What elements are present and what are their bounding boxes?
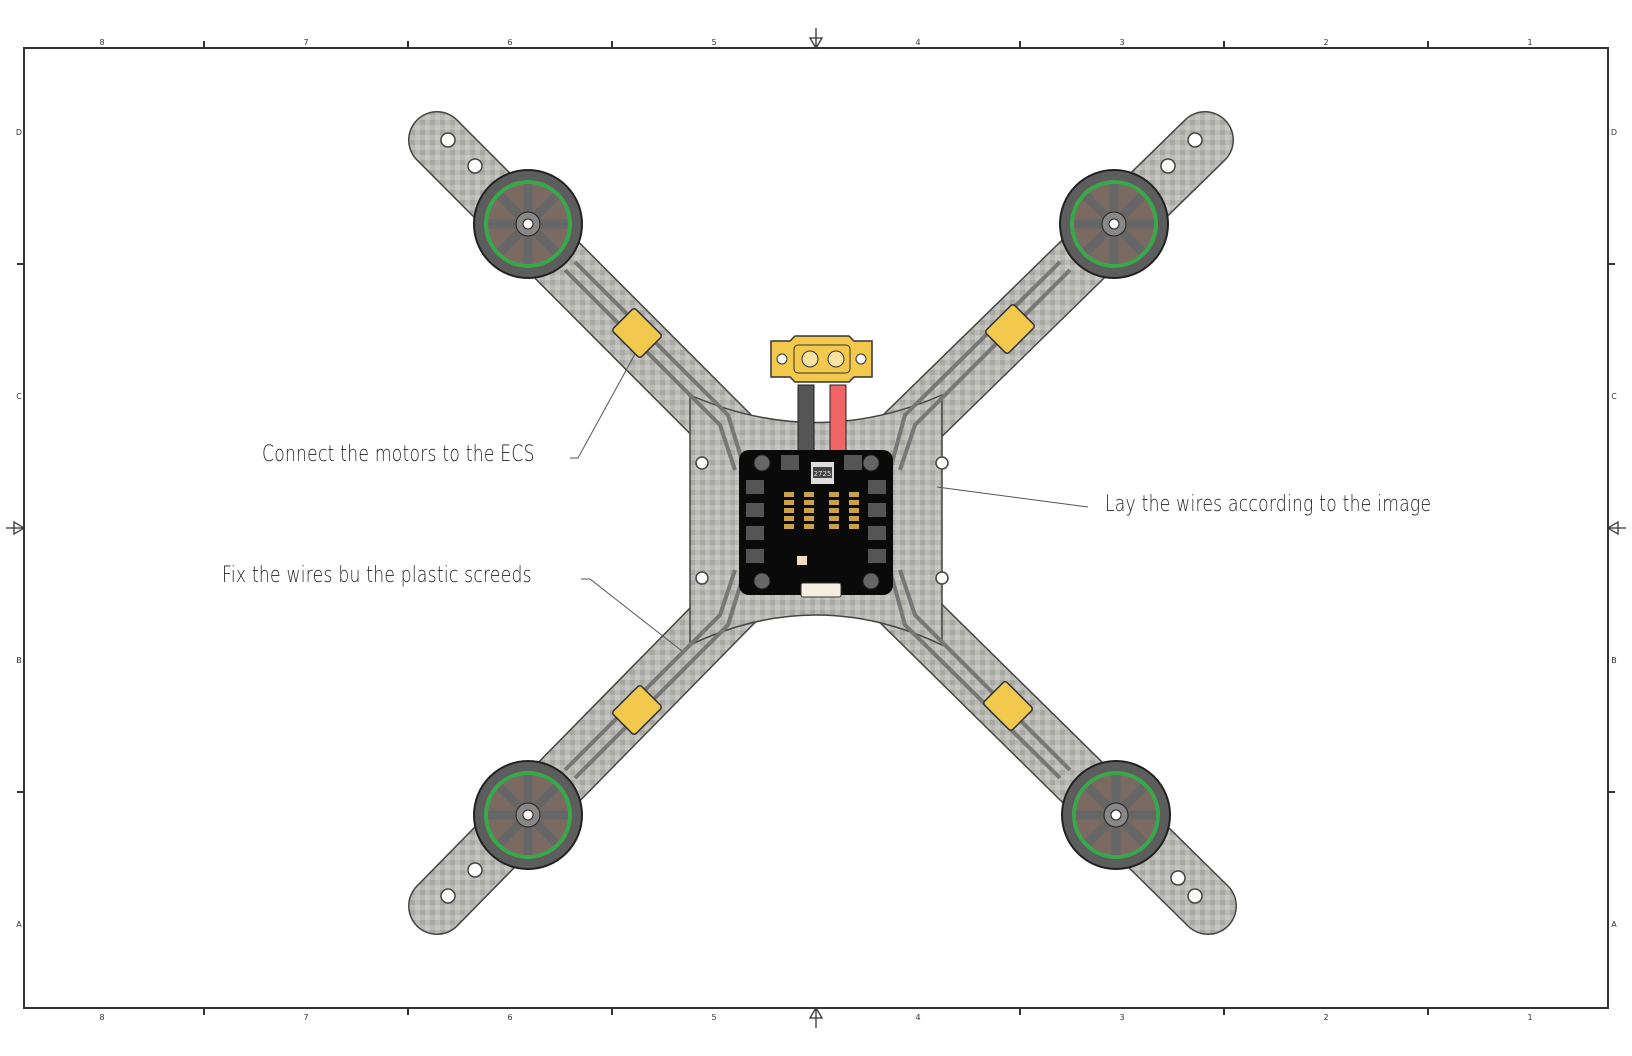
column-label: 5 — [711, 1013, 716, 1022]
annotation-connect-motors: Connect the motors to the ECS — [262, 442, 535, 467]
column-label: 8 — [99, 1013, 104, 1022]
column-label: 6 — [507, 1013, 512, 1022]
row-label: C — [16, 392, 22, 401]
column-label: 7 — [303, 1013, 308, 1022]
leader-lines — [570, 353, 1089, 652]
row-label: B — [16, 656, 22, 665]
column-label: 3 — [1119, 38, 1124, 47]
annotation-fix-wires: Fix the wires bu the plastic screeds — [222, 563, 532, 588]
motor — [1059, 169, 1169, 279]
column-label: 1 — [1527, 1013, 1532, 1022]
motor — [473, 169, 583, 279]
column-label: 6 — [507, 38, 512, 47]
row-label: B — [1611, 656, 1617, 665]
column-label: 2 — [1323, 1013, 1328, 1022]
column-label: 5 — [711, 38, 716, 47]
column-label: 4 — [915, 38, 920, 47]
row-label: D — [16, 128, 22, 137]
column-label: 7 — [303, 38, 308, 47]
esc-board: 2725 — [739, 450, 893, 598]
xt60-connector — [770, 335, 873, 383]
motor — [1061, 760, 1171, 870]
row-label: A — [1611, 920, 1617, 929]
motor — [473, 760, 583, 870]
row-label: C — [1611, 392, 1617, 401]
centering-arrow-icon — [6, 28, 1626, 1028]
motor-connector — [612, 308, 662, 358]
motors — [473, 169, 1171, 870]
motor-connectors — [612, 304, 1035, 735]
column-label: 4 — [915, 1013, 920, 1022]
battery-connector — [770, 335, 873, 456]
column-label: 3 — [1119, 1013, 1124, 1022]
drawing-border — [6, 28, 1626, 1028]
column-label: 1 — [1527, 38, 1532, 47]
zone-labels: 8 7 6 5 4 3 2 1 8 7 6 5 4 3 2 1 D C B A … — [16, 38, 1617, 1022]
motor-connector — [983, 681, 1033, 731]
motor-connector — [612, 685, 662, 735]
board-connector — [800, 582, 842, 598]
column-label: 2 — [1323, 38, 1328, 47]
annotation-lay-wires: Lay the wires according to the image — [1105, 492, 1432, 517]
chip-label: 2725 — [814, 470, 832, 478]
row-label: A — [16, 920, 22, 929]
motor-connector — [985, 304, 1035, 354]
column-label: 8 — [99, 38, 104, 47]
row-label: D — [1611, 128, 1617, 137]
